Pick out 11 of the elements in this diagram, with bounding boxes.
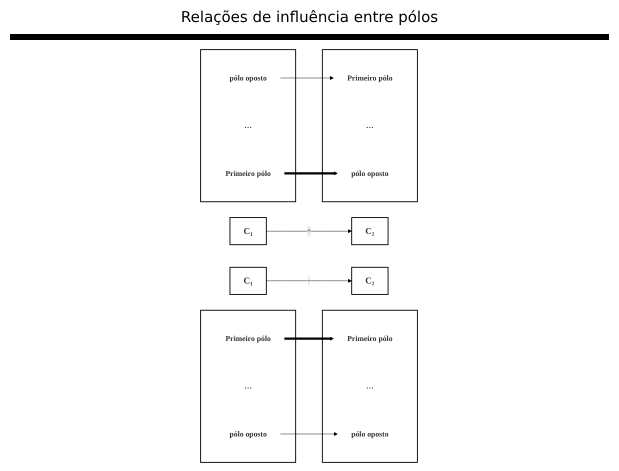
node-box: C₁ [230,217,268,246]
cluster [322,310,418,463]
node-box: C₁ [230,266,268,295]
cluster [200,49,297,202]
node-box: C₂ [352,217,389,246]
cluster [200,310,297,463]
cluster [322,49,418,202]
node-box: C₂ [352,266,389,295]
arrow [284,171,338,176]
title: Relações de influência entre pólos [10,0,609,40]
arrow [284,336,334,341]
